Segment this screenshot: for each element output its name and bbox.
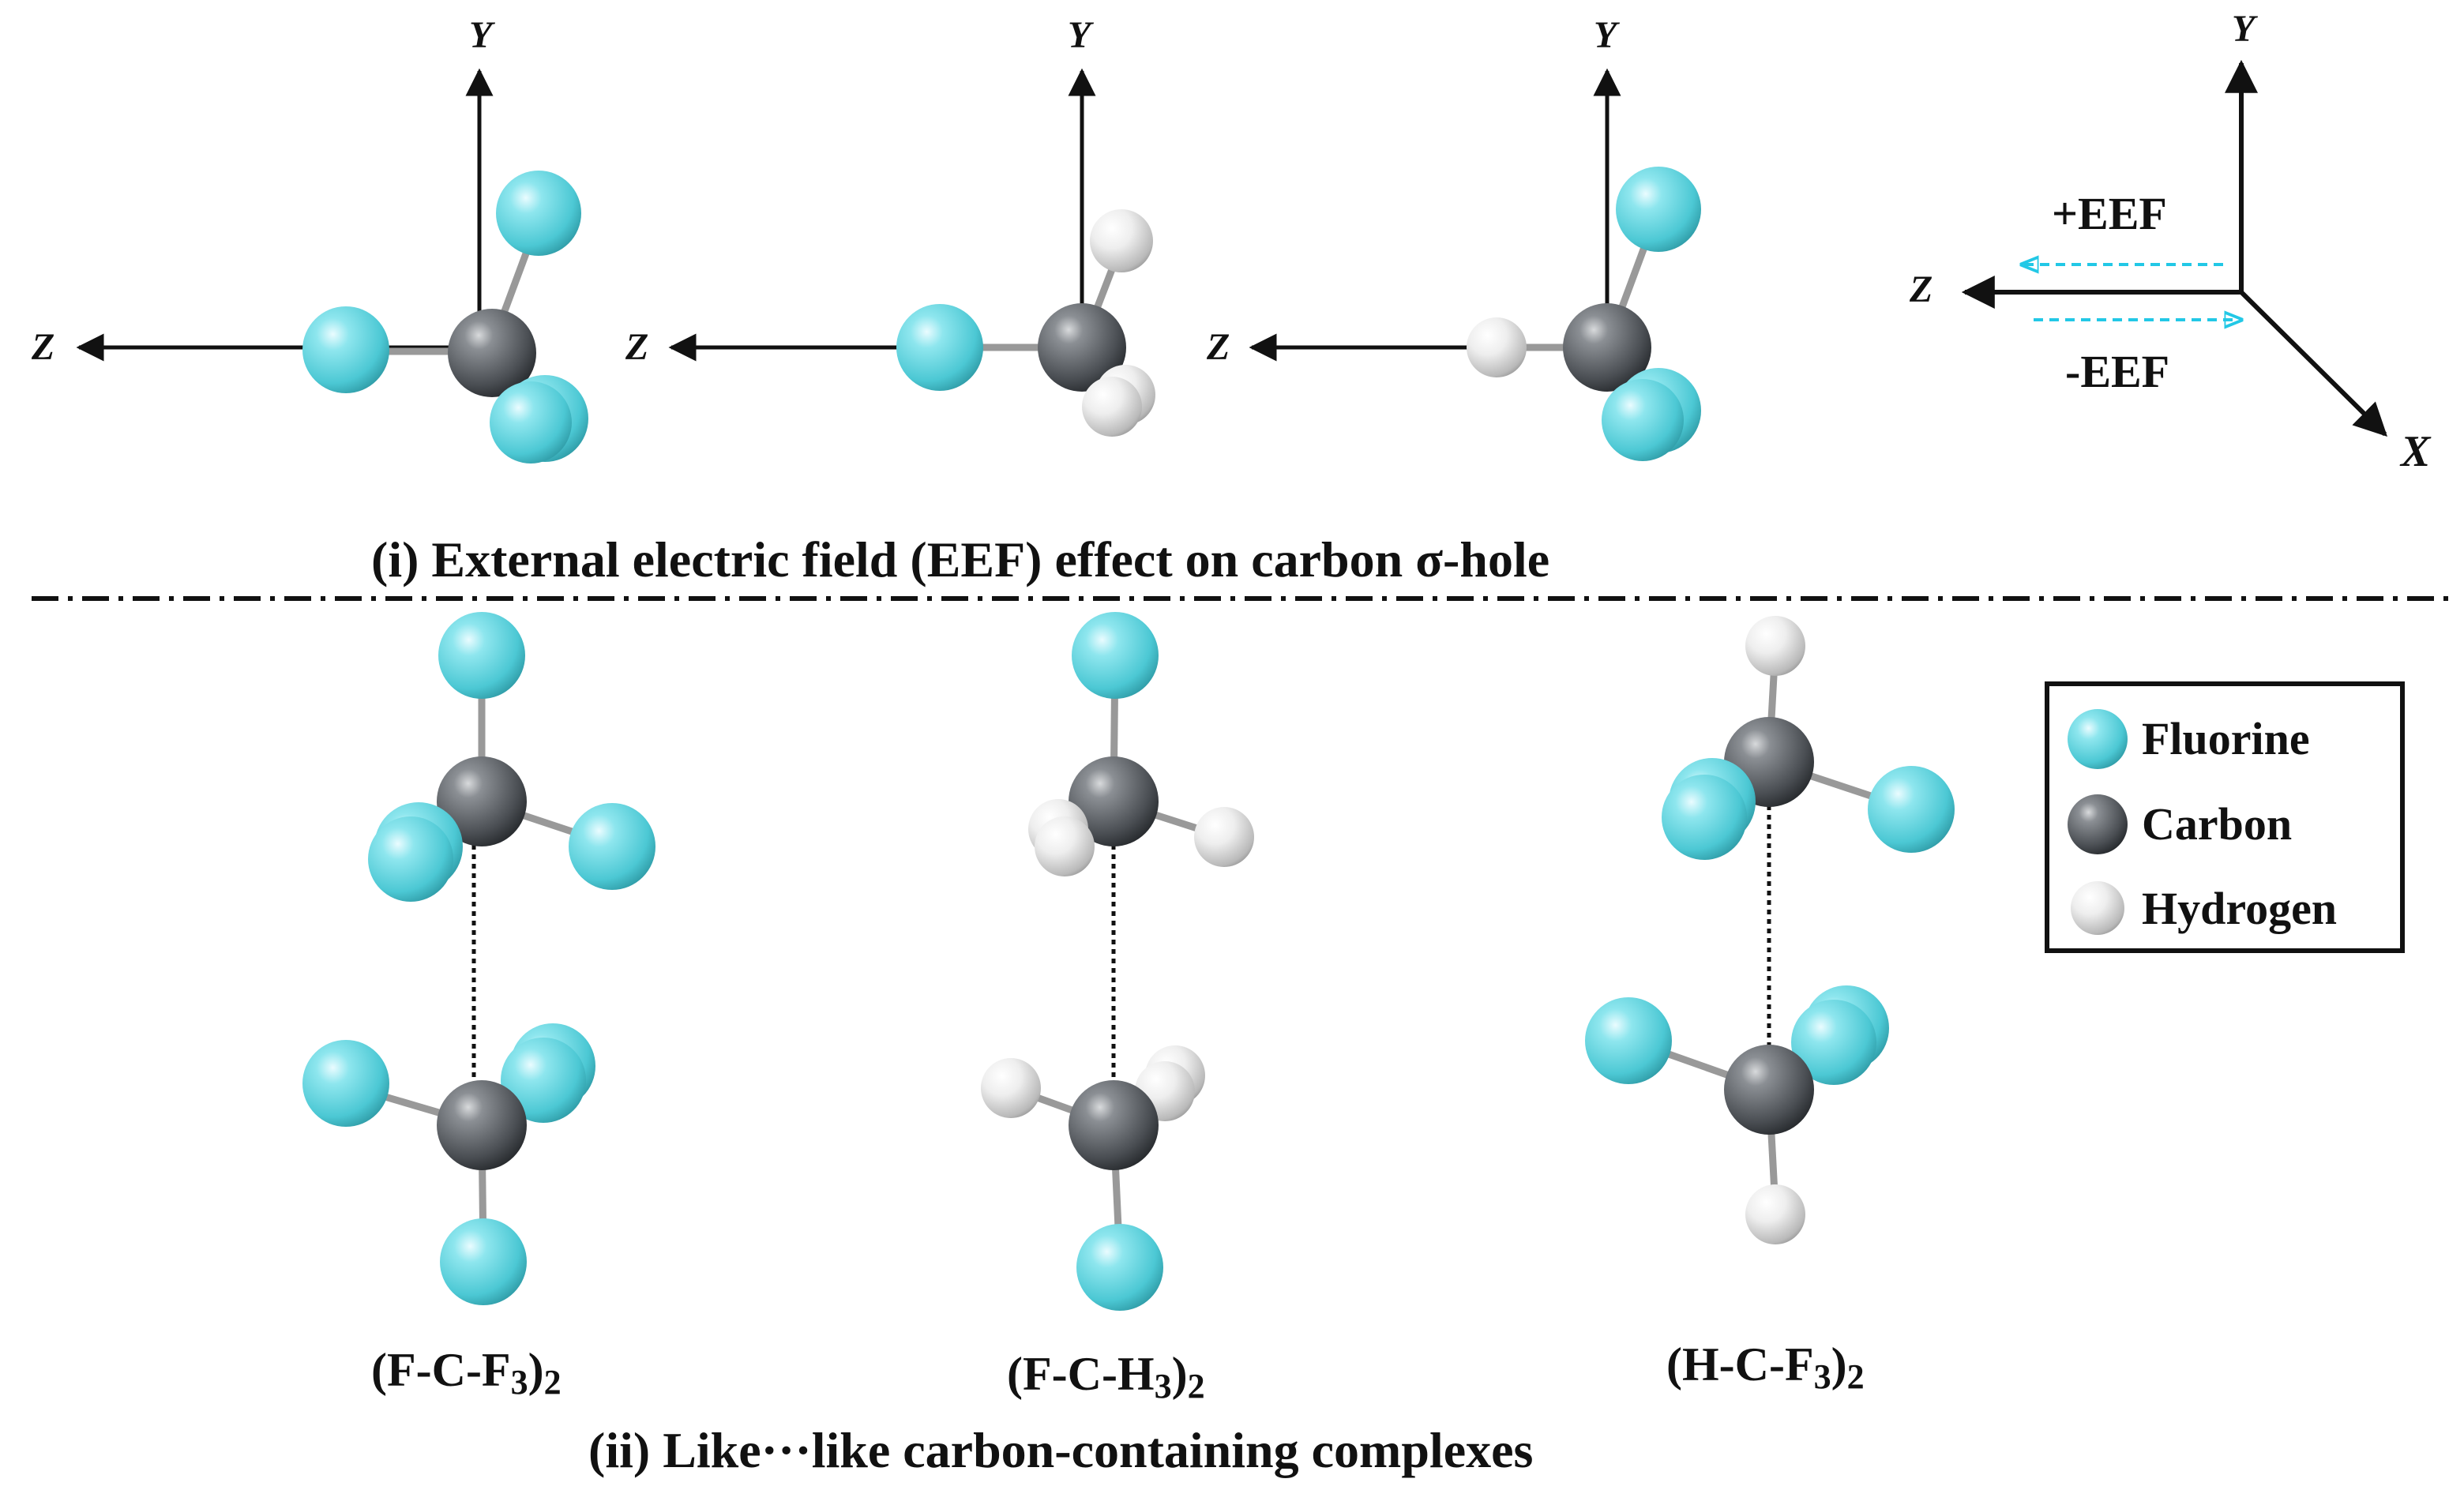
fluorine-atom xyxy=(1791,1000,1876,1085)
panel-1-fcf3: Y Z xyxy=(31,14,588,464)
complex-3-hcf3-dimer xyxy=(1585,616,1955,1244)
fluorine-atom xyxy=(1616,167,1701,252)
fluorine-atom xyxy=(1585,997,1672,1084)
y-axis-label: Y xyxy=(1594,14,1620,56)
hydrogen-atom xyxy=(1090,209,1153,272)
caption-section-i: (i) External electric field (EEF) effect… xyxy=(371,531,1549,587)
fluorine-atom xyxy=(569,803,655,890)
panel-3-hcf3: Y Z xyxy=(1206,14,1701,461)
key-z-label: Z xyxy=(1909,268,1933,310)
fluorine-atom xyxy=(496,171,581,256)
carbon-atom xyxy=(437,756,527,846)
y-axis-label: Y xyxy=(469,14,495,56)
hydrogen-legend-icon xyxy=(2071,881,2124,935)
fluorine-atom xyxy=(438,612,525,699)
hydrogen-atom xyxy=(1035,816,1095,876)
minus-eef-label: -EEF xyxy=(2065,346,2169,397)
axes-key: Y Z X +EEF -EEF xyxy=(1909,8,2432,476)
carbon-atom xyxy=(1069,1080,1159,1170)
hydrogen-atom xyxy=(1745,1184,1805,1244)
caption-section-ii: (ii) Like···like carbon-containing compl… xyxy=(588,1422,1533,1478)
key-x-label: X xyxy=(2399,427,2432,476)
z-axis-label: Z xyxy=(31,326,54,368)
atom-legend: Fluorine Carbon Hydrogen xyxy=(2045,681,2405,953)
formula-fcf3-dimer: (F-C-F3)2 xyxy=(371,1344,562,1402)
legend-label-fluorine: Fluorine xyxy=(2142,713,2310,764)
fluorine-atom xyxy=(302,1040,389,1127)
panel-2-fch3: Y Z xyxy=(625,14,1155,437)
carbon-atom xyxy=(1563,303,1651,392)
carbon-legend-icon xyxy=(2068,794,2128,854)
fluorine-atom xyxy=(1662,775,1747,860)
key-x-axis xyxy=(2239,290,2387,437)
complex-1-fcf3-dimer xyxy=(302,612,655,1305)
hydrogen-atom xyxy=(1082,377,1142,437)
hydrogen-atom xyxy=(1194,807,1254,867)
formula-fch3-dimer: (F-C-H3)2 xyxy=(1007,1348,1205,1406)
legend-label-hydrogen: Hydrogen xyxy=(2142,883,2337,934)
formula-hcf3-dimer: (H-C-F3)2 xyxy=(1666,1338,1865,1396)
carbon-atom xyxy=(1724,1045,1814,1135)
fluorine-atom xyxy=(501,1038,586,1123)
z-axis-label: Z xyxy=(625,326,648,368)
fluorine-atom xyxy=(1072,612,1159,699)
carbon-atom xyxy=(437,1080,527,1170)
fluorine-atom xyxy=(896,304,983,391)
carbon-atom xyxy=(448,309,536,397)
hydrogen-atom xyxy=(981,1058,1041,1118)
fluorine-atom xyxy=(368,816,453,902)
fluorine-atom xyxy=(440,1218,527,1305)
complex-2-fch3-dimer xyxy=(981,612,1254,1311)
fluorine-atom xyxy=(1602,379,1684,461)
fluorine-atom xyxy=(1076,1224,1163,1311)
carbon-atom xyxy=(1069,756,1159,846)
hydrogen-atom xyxy=(1467,317,1527,377)
key-y-label: Y xyxy=(2232,8,2258,50)
fluorine-atom xyxy=(1868,766,1955,853)
fluorine-atom xyxy=(490,381,572,464)
plus-eef-label: +EEF xyxy=(2052,188,2167,239)
legend-label-carbon: Carbon xyxy=(2142,798,2292,850)
y-axis-label: Y xyxy=(1068,14,1094,56)
fluorine-atom xyxy=(302,306,389,393)
fluorine-legend-icon xyxy=(2068,709,2128,769)
hydrogen-atom xyxy=(1745,616,1805,676)
carbon-atom xyxy=(1038,303,1126,392)
z-axis-label: Z xyxy=(1206,326,1230,368)
